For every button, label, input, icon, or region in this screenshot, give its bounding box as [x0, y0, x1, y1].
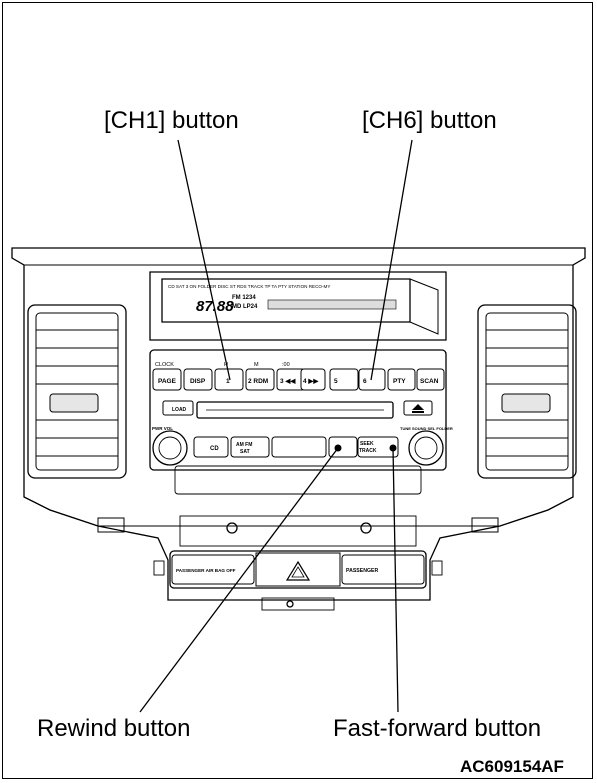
pty-label: PTY [393, 378, 406, 385]
rewind-button[interactable] [328, 436, 358, 458]
callout-fast-forward-button: Fast-forward button [333, 715, 542, 742]
ch2-button[interactable] [245, 368, 275, 391]
ch5-label: 5 [334, 378, 338, 385]
label-h: H [224, 362, 228, 368]
lower-trim [174, 465, 422, 495]
figure-code: AC609154AF [460, 757, 564, 776]
faceplate [149, 349, 447, 471]
right-vent [477, 304, 577, 479]
leader-rewind [139, 447, 339, 713]
leader-ch6 [370, 139, 413, 381]
ch5-button[interactable] [329, 368, 359, 391]
lcd-header: CD SAT 3 ON FOLDER DISC ST RDS TRACK TP … [168, 284, 330, 289]
hazard-console [169, 550, 427, 589]
sat-label: SAT [240, 449, 250, 455]
load-button[interactable] [162, 400, 194, 416]
right-vent-tab [501, 393, 551, 413]
right-knob-label: TUNE SOUND SEL FOLDER [400, 426, 453, 431]
page-button[interactable] [152, 368, 182, 391]
cd-button[interactable] [193, 436, 229, 458]
track-label: TRACK [359, 448, 377, 454]
housing-bezel [23, 264, 574, 527]
ch2-label: 2 RDM [248, 378, 268, 385]
ch6-button[interactable] [358, 368, 386, 391]
right-knob [408, 430, 444, 466]
seek-track-button[interactable] [357, 436, 399, 458]
ch1-label: 1 [226, 378, 230, 385]
label-clock: CLOCK [155, 362, 174, 368]
amfm-sat-button[interactable] [230, 436, 270, 458]
scan-label: SCAN [420, 378, 439, 385]
callout-ch6-button: [CH6] button [362, 107, 497, 134]
label-m: M [254, 362, 259, 368]
cd-label: CD [210, 446, 219, 452]
ch1-button[interactable] [214, 368, 244, 391]
left-knob-label: PWR VOL [152, 426, 173, 431]
seek-label: SEEK [360, 441, 374, 447]
passenger-airbag-label: PASSENGER AIR BAG OFF [176, 568, 236, 573]
disp-label: DISP [190, 378, 206, 385]
page-label: PAGE [158, 378, 177, 385]
callout-rewind-button: Rewind button [37, 715, 191, 742]
amfm-label: AM FM [236, 442, 252, 448]
ch3-label: 3 ◀◀ [280, 378, 296, 385]
lcd-digits: 87.88 [196, 298, 234, 315]
callout-ch1-button: [CH1] button [104, 107, 239, 134]
eject-icon [412, 404, 424, 410]
ch4-label: 4 ▶▶ [303, 378, 319, 385]
lcd-line-1: FM 1234 [232, 295, 256, 301]
load-label: LOAD [172, 407, 187, 413]
leader-ch1 [177, 139, 231, 381]
passenger-indicator [341, 554, 425, 585]
passenger-airbag-indicator [171, 554, 255, 585]
leader-fast-forward [392, 447, 399, 713]
lcd-line-2: MD LP24 [232, 304, 258, 310]
center-button[interactable] [271, 436, 327, 458]
passenger-label: PASSENGER [346, 568, 378, 574]
left-vent-tab [49, 393, 99, 413]
cd-slot [196, 401, 394, 419]
disp-button[interactable] [183, 368, 213, 391]
left-vent [27, 304, 127, 479]
hazard-triangle [285, 560, 311, 581]
label-00: :00 [282, 362, 290, 368]
left-knob [152, 430, 188, 466]
pty-button[interactable] [387, 368, 416, 391]
ch4-button[interactable] [300, 368, 326, 391]
display-hood [149, 271, 447, 341]
ch6-label: 6 [363, 378, 367, 385]
scan-button[interactable] [416, 368, 445, 391]
